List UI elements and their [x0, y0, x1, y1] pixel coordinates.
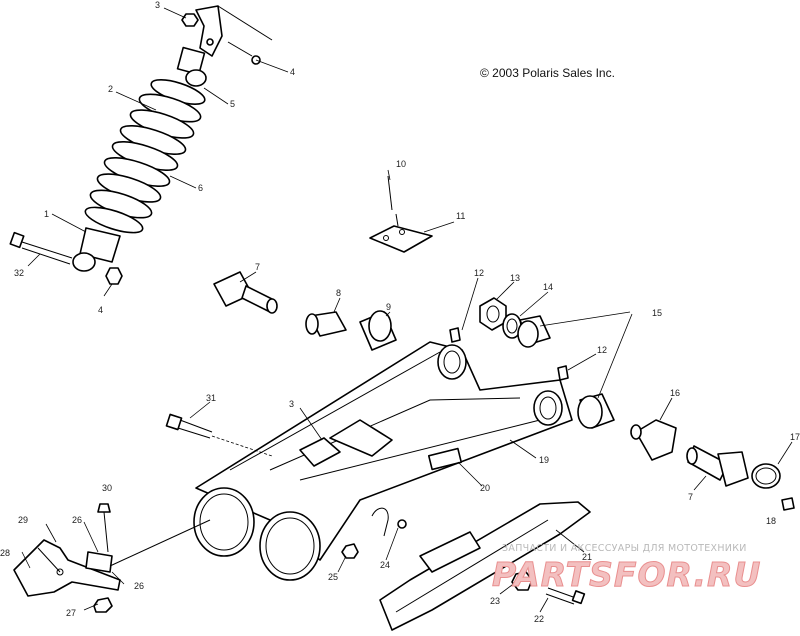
- callout-16: 16: [670, 388, 680, 398]
- callout-26: 26: [72, 515, 82, 525]
- callout-12-right: 12: [597, 345, 607, 355]
- callout-32: 32: [14, 268, 24, 278]
- callout-7-right: 7: [688, 492, 693, 502]
- shock-absorber: [9, 5, 273, 285]
- bushing-9: [359, 310, 397, 351]
- watermark-logo: PARTSFOR.RU: [492, 555, 761, 594]
- callout-20: 20: [480, 483, 490, 493]
- callout-24: 24: [380, 560, 390, 570]
- callout-21: 21: [582, 552, 592, 562]
- watermark-tagline: ЗАПЧАСТИ И АКСЕССУАРЫ ДЛЯ МОТОТЕХНИКИ: [502, 543, 747, 554]
- callout-28: 28: [0, 548, 10, 558]
- bushing-15-b: [577, 393, 615, 429]
- linkage-arm-29: [13, 539, 121, 597]
- callout-4: 4: [290, 67, 295, 77]
- callout-26-lower: 26: [134, 581, 144, 591]
- callout-17: 17: [790, 432, 800, 442]
- callout-4-lower: 4: [98, 305, 103, 315]
- callout-11: 11: [456, 211, 465, 221]
- pivot-bolt-7-right: [686, 445, 749, 487]
- callout-7: 7: [255, 262, 260, 272]
- callout-13: 13: [510, 273, 520, 283]
- bolt-31: [165, 413, 273, 457]
- slide-rail-21: [379, 501, 591, 631]
- callout-18: 18: [766, 516, 776, 526]
- watermark: ЗАПЧАСТИ И АКСЕССУАРЫ ДЛЯ МОТОТЕХНИКИ PA…: [492, 543, 761, 595]
- shock-spring: [84, 79, 206, 234]
- bushing-15-a: [517, 315, 551, 348]
- callout-31: 31: [206, 393, 216, 403]
- bracket-plate-11: [369, 175, 433, 253]
- callout-14: 14: [543, 282, 553, 292]
- bushing-8: [305, 311, 347, 337]
- bolt-32: [9, 231, 73, 265]
- callout-27: 27: [66, 608, 76, 618]
- callout-22: 22: [534, 614, 544, 624]
- nut-13: [479, 297, 507, 331]
- callout-1: 1: [44, 209, 49, 219]
- bolt-30-head: [97, 503, 111, 513]
- callout-15: 15: [652, 308, 662, 318]
- bolt-22: [545, 587, 586, 605]
- snap-ring-17: [751, 463, 781, 489]
- callout-10: 10: [396, 159, 406, 169]
- callout-8: 8: [336, 288, 341, 298]
- swing-arm: [193, 327, 573, 581]
- nut-25: [341, 543, 359, 559]
- nut-23: [511, 571, 533, 591]
- bolt-18: [781, 497, 795, 511]
- callout-29: 29: [18, 515, 28, 525]
- bolt-16: [630, 419, 677, 461]
- nut-4-lower: [105, 267, 123, 285]
- callout-6: 6: [198, 183, 203, 193]
- callout-25: 25: [328, 572, 338, 582]
- callout-9: 9: [386, 302, 391, 312]
- callout-30: 30: [102, 483, 112, 493]
- copyright-text: © 2003 Polaris Sales Inc.: [480, 66, 615, 80]
- callout-12: 12: [474, 268, 484, 278]
- callout-3: 3: [155, 0, 160, 10]
- callout-2: 2: [108, 84, 113, 94]
- leader-lines: [21, 7, 793, 613]
- nut-27: [93, 597, 113, 613]
- bracket-26: [85, 511, 113, 573]
- callout-3-middle: 3: [289, 399, 294, 409]
- callout-23: 23: [490, 596, 500, 606]
- callout-5: 5: [230, 99, 235, 109]
- washer-24: [397, 519, 407, 529]
- callout-19: 19: [539, 455, 549, 465]
